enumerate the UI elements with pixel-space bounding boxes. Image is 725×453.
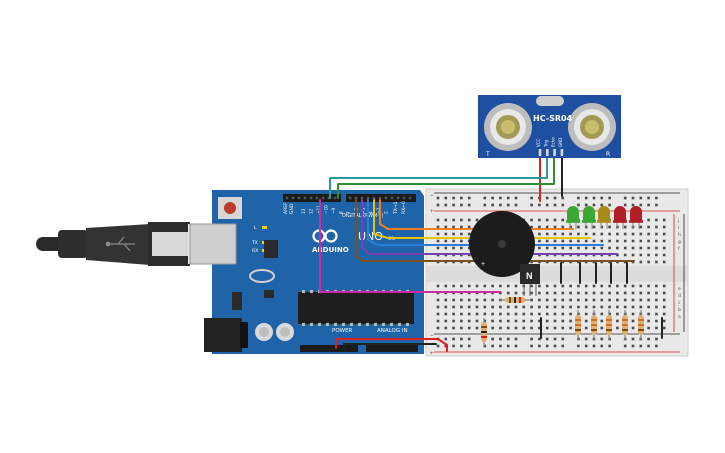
led-resistor[interactable]	[622, 310, 628, 340]
led-green[interactable]	[582, 206, 596, 229]
header-pin-dots	[285, 196, 412, 200]
rail-plus-top: +	[430, 209, 434, 215]
aref-label: AREF	[283, 202, 289, 214]
transmitter-transducer	[484, 103, 532, 151]
row-letter: b	[678, 307, 681, 313]
wire-gnd-power	[343, 343, 437, 349]
center-channel	[426, 266, 688, 282]
led-red[interactable]	[629, 206, 643, 229]
rail-minus-bottom: −	[430, 333, 434, 339]
digital-pin-label: 8	[339, 211, 344, 214]
row-letter: j	[677, 218, 679, 224]
digital-pin-label: 7	[346, 211, 351, 214]
digital-pin-label: ~9	[331, 207, 336, 214]
digital-pin-label: ~11	[316, 205, 321, 214]
led-resistors	[575, 310, 644, 340]
digital-pin-label: 2	[384, 211, 389, 214]
piezo-buzzer[interactable]: +	[469, 211, 535, 277]
rail-plus-bottom: +	[430, 351, 434, 357]
arduino-model-text: UNO	[358, 230, 383, 243]
digital-pin-label: ~5	[361, 207, 366, 214]
led-resistor[interactable]	[606, 310, 612, 340]
rx-pin-label: RX←0	[401, 201, 407, 214]
row-letter: d	[678, 293, 681, 299]
sensor-pin	[538, 149, 542, 156]
digital-pin-label: 13	[301, 208, 306, 214]
tx-pin-label: TX→1	[393, 201, 399, 215]
row-letter: h	[678, 232, 681, 238]
breadboard-holes	[436, 196, 666, 348]
digital-pin-label: 4	[369, 211, 374, 214]
wire-sensor-trig	[329, 147, 548, 199]
sensor-pin	[546, 149, 549, 156]
sensor-crystal	[536, 96, 564, 106]
resistor-transistor-base[interactable]	[500, 297, 530, 303]
wire-sensor-echo	[337, 147, 555, 199]
led-rx-label: RX	[252, 248, 258, 254]
sensor-t-mark: T	[485, 151, 490, 158]
analog-in-label: ANALOG IN	[377, 328, 408, 334]
row-letter: a	[678, 315, 681, 320]
row-letter: e	[678, 287, 681, 292]
resistor-pull[interactable]	[481, 318, 487, 346]
led-red[interactable]	[613, 206, 627, 229]
sensor-pin-label: Trig	[543, 139, 548, 148]
analog-header	[366, 345, 418, 352]
row-letter: g	[678, 240, 681, 245]
rail-minus-top: −	[430, 193, 434, 199]
led-tx-label: TX	[251, 240, 258, 246]
sensor-pin	[560, 149, 564, 156]
digital-pin-label: ~10	[324, 205, 329, 214]
npn-transistor[interactable]: N	[520, 264, 540, 296]
buzzer-plus-mark: +	[481, 261, 485, 268]
receiver-transducer	[568, 103, 616, 151]
row-letter: c	[678, 301, 681, 306]
wire-magenta	[319, 199, 501, 293]
led-resistor[interactable]	[638, 310, 644, 340]
led-resistor[interactable]	[575, 310, 581, 340]
sensor-pin-label: GND	[558, 138, 563, 147]
sensor-r-mark: R	[606, 151, 610, 158]
led-green[interactable]	[566, 206, 580, 229]
led-resistor[interactable]	[591, 310, 597, 340]
sensor-pin-label: VCC	[536, 138, 541, 147]
usb-trident-icon	[105, 236, 135, 252]
sensor-pin-label: Echo	[551, 137, 556, 147]
power-header	[300, 345, 358, 352]
digital-pin-label: 12	[309, 208, 314, 214]
led-array	[566, 206, 643, 229]
digital-pin-label: ~3	[376, 207, 381, 214]
led-l-label: L	[254, 225, 257, 231]
wire-5v-power	[335, 338, 448, 352]
gnd-label-top: GND	[289, 203, 295, 214]
arduino-logo-text: ARDUINO	[312, 246, 349, 254]
usb-chip	[264, 240, 278, 258]
row-letter: i	[678, 225, 679, 231]
power-label: POWER	[332, 328, 353, 334]
row-letter: f	[678, 246, 680, 252]
crystal	[249, 269, 275, 283]
atmega-chip	[298, 292, 414, 324]
sensor-name-label: HC-SR04	[533, 114, 573, 123]
sensor-pin	[553, 149, 556, 156]
led-yellow[interactable]	[597, 206, 611, 229]
transistor-label: N	[526, 271, 533, 281]
